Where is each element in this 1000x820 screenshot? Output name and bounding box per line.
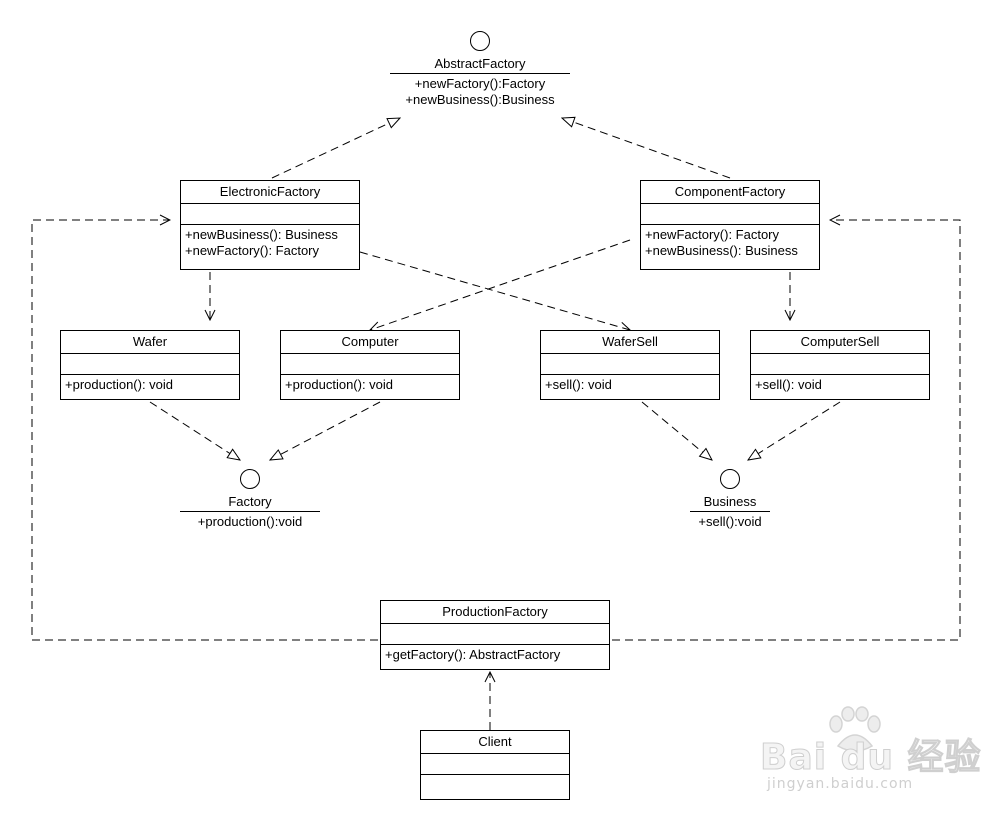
class-name: ComputerSell: [751, 331, 929, 354]
interface-abstractfactory[interactable]: AbstractFactory +newFactory():Factory +n…: [390, 31, 570, 108]
class-computer[interactable]: Computer +production(): void: [280, 330, 460, 400]
class-client[interactable]: Client: [420, 730, 570, 800]
dependency-production-to-electronic: [31, 220, 378, 641]
operation: +newBusiness(): Business: [185, 227, 338, 242]
class-name: ComponentFactory: [641, 181, 819, 204]
class-wafer[interactable]: Wafer +production(): void: [60, 330, 240, 400]
attributes-compartment: [61, 354, 239, 375]
interface-lollipop-icon: [720, 469, 740, 489]
class-name: WaferSell: [541, 331, 719, 354]
interface-factory[interactable]: Factory +production():void: [180, 469, 320, 530]
interface-name: Business: [703, 494, 757, 509]
realization-wafersell-to-business: [641, 401, 712, 460]
divider: [690, 511, 770, 512]
attributes-compartment: [281, 354, 459, 375]
class-name: ElectronicFactory: [181, 181, 359, 204]
class-name: Wafer: [61, 331, 239, 354]
interface-business[interactable]: Business +sell():void: [690, 469, 770, 530]
interface-name: Factory: [228, 494, 272, 509]
operation: +sell(): void: [545, 377, 612, 392]
operation: +production(): void: [285, 377, 394, 392]
operation: +getFactory(): AbstractFactory: [385, 647, 561, 662]
watermark-logo: Bai du 经验: [760, 737, 982, 779]
operation: +newFactory():Factory: [414, 76, 546, 91]
interface-name: AbstractFactory: [434, 56, 526, 71]
attributes-compartment: [381, 624, 609, 645]
interface-lollipop-icon: [470, 31, 490, 51]
operations-compartment: +sell(): void: [541, 375, 719, 395]
realization-component-to-abstract: [562, 118, 731, 179]
realization-computer-to-factory: [270, 401, 381, 460]
dependency-component-to-computer: [370, 239, 631, 330]
operations-compartment: [421, 775, 569, 795]
interface-lollipop-icon: [240, 469, 260, 489]
paw-logo-icon: [829, 706, 881, 752]
attributes-compartment: [541, 354, 719, 375]
operations-compartment: +production(): void: [61, 375, 239, 395]
divider: [180, 511, 320, 512]
realization-computersell-to-business: [748, 401, 841, 460]
realization-electronic-to-abstract: [271, 118, 400, 179]
operation: +newFactory(): Factory: [185, 243, 320, 258]
realization-wafer-to-factory: [149, 401, 240, 460]
dependency-production-to-component: [612, 220, 961, 641]
operation: +newFactory(): Factory: [645, 227, 780, 242]
class-computersell[interactable]: ComputerSell +sell(): void: [750, 330, 930, 400]
operations-compartment: +production(): void: [281, 375, 459, 395]
divider: [390, 73, 570, 74]
class-electronicfactory[interactable]: ElectronicFactory +newBusiness(): Busine…: [180, 180, 360, 270]
operation: +newBusiness(): Business: [645, 243, 798, 258]
attributes-compartment: [181, 204, 359, 225]
operation: +sell():void: [698, 514, 762, 529]
operations-compartment: +getFactory(): AbstractFactory: [381, 645, 609, 665]
watermark-url: jingyan.baidu.com: [767, 776, 914, 792]
class-name: Computer: [281, 331, 459, 354]
dependency-electronic-to-wafersell: [359, 251, 630, 330]
attributes-compartment: [641, 204, 819, 225]
class-name: Client: [421, 731, 569, 754]
class-productionfactory[interactable]: ProductionFactory +getFactory(): Abstrac…: [380, 600, 610, 670]
operations-compartment: +newFactory(): Factory +newBusiness(): B…: [641, 225, 819, 261]
operations-compartment: +newBusiness(): Business +newFactory(): …: [181, 225, 359, 261]
operations-compartment: +sell(): void: [751, 375, 929, 395]
operation: +production(): void: [65, 377, 174, 392]
operation: +production():void: [197, 514, 303, 529]
class-componentfactory[interactable]: ComponentFactory +newFactory(): Factory …: [640, 180, 820, 270]
attributes-compartment: [421, 754, 569, 775]
class-name: ProductionFactory: [381, 601, 609, 624]
class-wafersell[interactable]: WaferSell +sell(): void: [540, 330, 720, 400]
operation: +newBusiness():Business: [405, 92, 555, 107]
operation: +sell(): void: [755, 377, 822, 392]
attributes-compartment: [751, 354, 929, 375]
